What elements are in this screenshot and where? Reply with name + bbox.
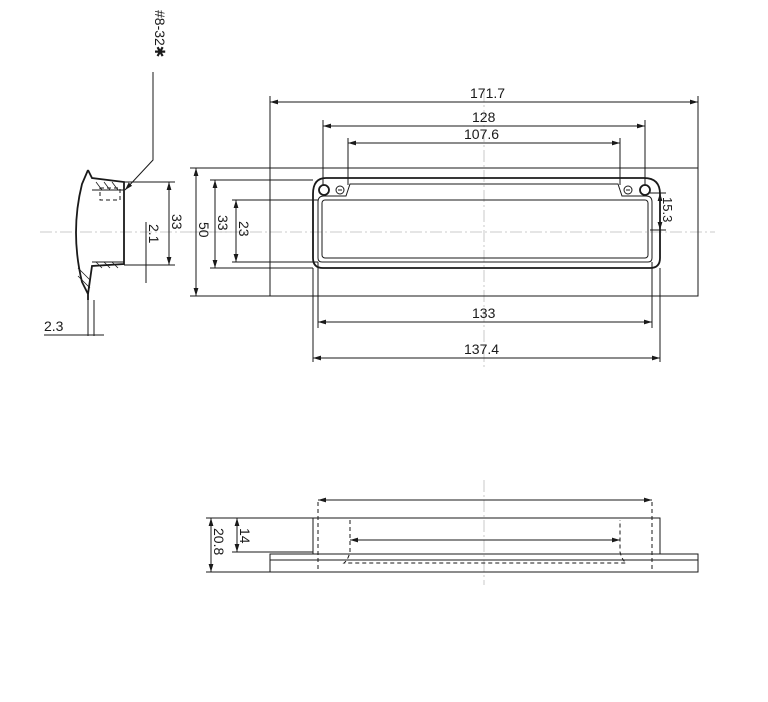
side-section-view: 33 2.1 2.3 xyxy=(40,169,240,336)
thread-callout: #8-32✱ xyxy=(124,10,168,191)
side-lip-label: 2.1 xyxy=(146,224,162,244)
overall-length-label: 171.7 xyxy=(470,85,505,101)
side-body-height-label: 33 xyxy=(169,214,185,230)
flange-outline xyxy=(269,167,699,297)
front-view: 20.8 14 xyxy=(206,480,699,585)
top-view: 171.7 128 107.6 133 137.4 50 33 xyxy=(190,85,715,370)
mounting-holes xyxy=(318,184,651,196)
body-depth-label: 14 xyxy=(237,528,253,544)
window-height-label: 23 xyxy=(236,221,252,237)
body-height-label: 33 xyxy=(215,215,231,231)
hole-spacing-outer-label: 128 xyxy=(472,109,496,125)
hole-icon xyxy=(318,184,330,196)
overall-height-label: 50 xyxy=(196,222,212,238)
screw-icon xyxy=(623,185,633,195)
hole-spacing-inner-label: 107.6 xyxy=(464,126,499,142)
screw-icon xyxy=(335,185,345,195)
side-flange-thickness-label: 2.3 xyxy=(44,318,64,334)
hole-offset-label: 15.3 xyxy=(660,197,675,222)
overall-depth-label: 20.8 xyxy=(211,528,227,555)
hole-icon xyxy=(639,184,651,196)
body-length-label: 137.4 xyxy=(464,341,499,357)
thread-callout-label: #8-32✱ xyxy=(152,10,168,58)
window-length-label: 133 xyxy=(472,305,496,321)
